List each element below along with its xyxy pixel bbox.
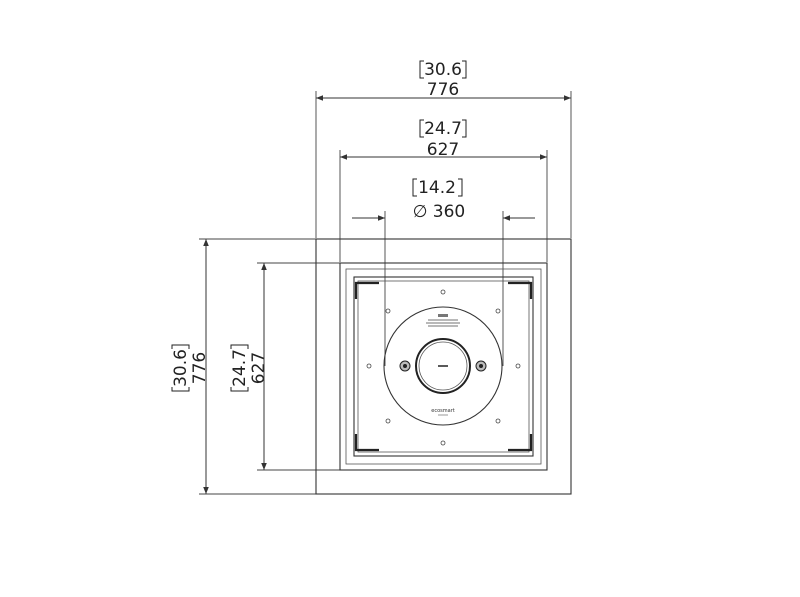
burner-opening-outer: [415, 338, 471, 394]
inner-recess-lip: [345, 268, 542, 465]
inner-width-inches: 24.7: [424, 119, 462, 139]
corner-bracket-bottom-right: [508, 434, 533, 452]
burner-diameter-dimension: 14.2 ∅ 360: [352, 178, 535, 366]
burner-tray-inner-edge: [357, 280, 530, 453]
burner-diameter-bracket: [412, 178, 463, 197]
corner-bracket-top-left: [354, 281, 379, 299]
inner-width-bracket: [419, 119, 467, 138]
outer-width-mm: 776: [427, 80, 459, 100]
screw-hole: [385, 308, 391, 314]
corner-brackets: [354, 281, 533, 452]
burner-knob-right: [475, 360, 487, 372]
burner-plate: [383, 306, 503, 426]
outer-width-bracket: [419, 60, 467, 79]
burner-diameter-inches: 14.2: [418, 178, 456, 198]
burner-warning-label: [426, 314, 460, 327]
inner-depth-mm: 627: [249, 352, 269, 384]
corner-bracket-top-right: [508, 281, 533, 299]
outer-depth-mm: 776: [190, 352, 210, 384]
tray-screw-holes: [366, 289, 521, 446]
outer-table-frame: [315, 238, 572, 495]
screw-hole: [495, 418, 501, 424]
screw-hole: [515, 363, 521, 369]
brand-logo: ecosmart: [431, 408, 454, 414]
screw-hole: [366, 363, 372, 369]
screw-hole: [495, 308, 501, 314]
outer-depth-inches: 30.6: [171, 349, 191, 387]
outer-depth-dimension: 30.6 776: [171, 238, 344, 495]
inner-recess: [339, 262, 548, 471]
screw-hole: [440, 289, 446, 295]
inner-depth-inches: 24.7: [230, 349, 250, 387]
burner-diameter-mm: 360: [433, 202, 465, 222]
burner-tray: [353, 276, 534, 457]
corner-bracket-bottom-left: [354, 434, 379, 452]
inner-depth-bracket: [230, 344, 249, 392]
screw-hole: [440, 440, 446, 446]
outer-width-dimension: 30.6 776: [315, 60, 572, 238]
inner-depth-dimension: 24.7 627: [230, 262, 340, 471]
screw-hole: [385, 418, 391, 424]
outer-width-inches: 30.6: [424, 60, 462, 80]
diameter-symbol: ∅: [413, 202, 428, 222]
inner-width-dimension: 24.7 627: [339, 119, 548, 262]
burner-opening-inner: [418, 341, 468, 391]
burner-knob-left: [399, 360, 411, 372]
fire-pit-plan: ecosmart: [315, 238, 572, 495]
outer-depth-bracket: [171, 344, 190, 392]
